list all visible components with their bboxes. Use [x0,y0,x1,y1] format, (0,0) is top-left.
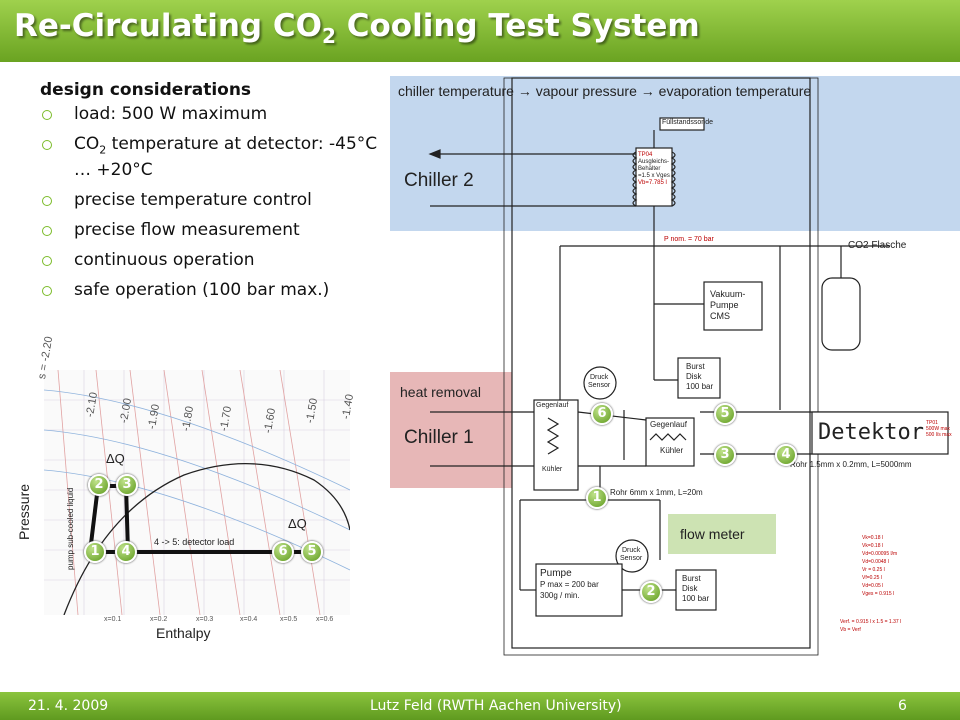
top-note: chiller temperature → vapour pressure → … [398,83,812,99]
heat-removal-label: heat removal [400,384,481,400]
gegenlauf-right-label: Gegenlauf [650,420,687,429]
flow-meter-box [668,514,776,554]
bullet-item: load: 500 W maximum [40,104,380,124]
kuehler-right-label: Kühler [660,446,684,455]
ph-point-3: 3 [116,474,138,496]
rohr2-label: Rohr 6mm x 1mm, L=20m [610,488,703,497]
pressure-axis-label: Pressure [16,483,32,540]
bullet-list: load: 500 W maximum CO2 temperature at d… [40,104,380,310]
detector-load-note: 4 -> 5: detector load [154,537,235,547]
rohr1-label: Rohr 1.5mm x 0.2mm, L=5000mm [790,460,912,469]
x-tick: x=0.5 [280,616,298,623]
footer-bar [0,692,960,720]
slide-title: Re-Circulating CO2 Cooling Test System [14,8,700,49]
x-tick: x=0.2 [150,616,168,623]
bullet-item: precise temperature control [40,190,380,210]
fuellstandssonde-label: Füllstandssonde [662,119,713,126]
chiller2-region [390,76,960,231]
co2-flasche-label: CO2 Flasche [848,240,907,251]
footer-page: 6 [898,698,907,714]
bullet-item: precise flow measurement [40,220,380,240]
bullet-item: CO2 temperature at detector: -45°C … +20… [40,134,380,180]
detektor-label: Detektor [818,420,924,445]
saturation-dome [63,463,350,615]
marker-1: 1 [586,487,608,509]
gegenlauf-kuehler-chiller1 [533,399,579,491]
x-tick: x=0.3 [196,616,214,623]
ph-point-6: 6 [272,541,294,563]
marker-3: 3 [714,444,736,466]
pump-note: pump sub-cooled liquid [66,487,75,570]
footer-date: 21. 4. 2009 [28,698,109,714]
p-nom-label: P nom. = 70 bar [664,236,714,243]
footer-author: Lutz Feld (RWTH Aachen University) [370,698,622,714]
title-bar [0,0,960,62]
bullet-item: safe operation (100 bar max.) [40,280,380,300]
x-tick: x=0.4 [240,616,258,623]
dq-label-right: ΔQ [288,516,307,531]
bullet-item: continuous operation [40,250,380,270]
chiller1-region [390,372,512,488]
dq-label-left: ΔQ [106,451,125,466]
marker-5: 5 [714,403,736,425]
ph-point-1: 1 [84,541,106,563]
ph-point-4: 4 [115,541,137,563]
ph-point-5: 5 [301,541,323,563]
co2-bottle [821,277,861,351]
marker-4: 4 [775,444,797,466]
x-tick: x=0.1 [104,616,122,623]
kuehler-left-label: Kühler [542,466,563,473]
flow-meter-label: flow meter [680,526,745,542]
chiller2-label: Chiller 2 [404,170,474,191]
enthalpy-axis-label: Enthalpy [156,625,211,641]
ph-point-2: 2 [88,474,110,496]
bullets-heading: design considerations [40,80,252,100]
marker-6: 6 [591,403,613,425]
chiller1-label: Chiller 1 [404,427,474,448]
gegenlauf-left-label: Gegenlauf [536,402,569,409]
marker-2: 2 [640,581,662,603]
x-tick: x=0.6 [316,616,334,623]
